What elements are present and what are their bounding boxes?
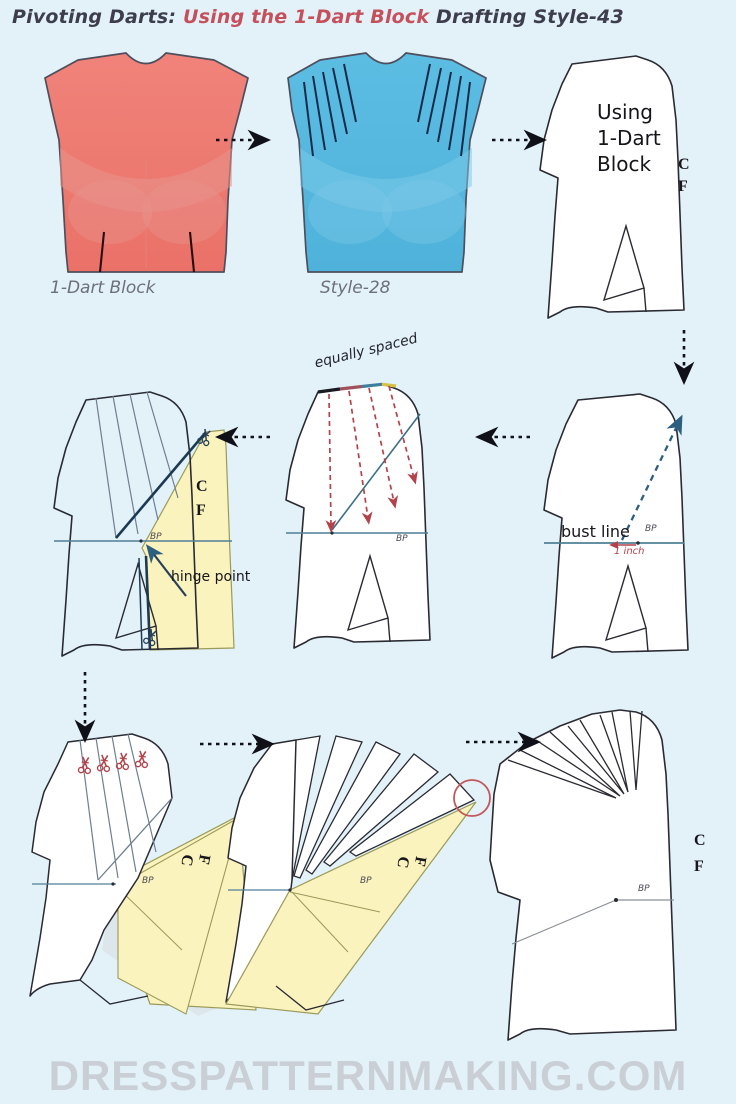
bp-label-step5: BP (396, 534, 408, 544)
bp-label-step6: BP (150, 532, 162, 542)
spread-wedge-2 (293, 735, 363, 879)
final-darts (507, 710, 643, 799)
cf-label-f-step9: F (694, 858, 704, 875)
title-part-3: Drafting Style-43 (436, 6, 624, 28)
spread-wedge-4 (323, 753, 440, 867)
using-block-label-line-3: Block (597, 152, 652, 176)
step-7-first-pivot-rotation-pattern (29, 733, 257, 1016)
spread-wedge-5 (348, 773, 476, 857)
shoulder-darts-left (303, 63, 357, 157)
shoulder-darts-right (417, 63, 471, 157)
caption-one-dart-block: 1-Dart Block (50, 278, 156, 298)
step-1-one-dart-block-garment (44, 52, 249, 273)
cut-line-upper (115, 431, 207, 539)
step-9-final-five-dart-pattern (489, 709, 677, 1041)
cf-label-c-step9: C (694, 832, 706, 849)
step-8-full-pivot-spread-pattern (225, 735, 491, 1015)
page-title: Pivoting Darts: Using the 1-Dart Block D… (12, 6, 624, 28)
site-watermark: DRESSPATTERNMAKING.COM (48, 1052, 688, 1099)
cf-label-f-step3: F (678, 178, 688, 195)
slash-line-arrows (325, 385, 418, 533)
step-3-using-1-dart-block-pattern (539, 55, 685, 319)
slash-lines (95, 391, 179, 539)
bp-label-step7: BP (142, 876, 154, 886)
cf-label-c-step6: C (196, 478, 208, 495)
rotated-cf-piece-full (225, 801, 477, 1015)
bp-label-step9: BP (638, 884, 650, 894)
hinge-point-arrow (145, 544, 187, 597)
bp-label-step8: BP (360, 876, 372, 886)
pivot-point-circle (453, 779, 491, 817)
bp-label-step4: BP (645, 524, 657, 534)
step-6-cut-lines-hinge-point-pattern (53, 391, 235, 657)
title-part-1: Pivoting Darts: (12, 6, 177, 28)
spread-wedge-3 (305, 741, 401, 875)
cf-label-c-step3: C (678, 156, 690, 173)
using-block-label-line-2: 1-Dart (597, 126, 661, 150)
equally-spaced-segments (317, 382, 397, 394)
cf-label-f-step6: F (196, 502, 206, 519)
caption-style-28: Style-28 (320, 278, 391, 298)
title-part-2: Using the 1-Dart Block (183, 6, 430, 28)
using-block-label-line-1: Using (597, 100, 653, 124)
step-4-bust-line-marking-pattern (543, 393, 689, 659)
style-line (331, 413, 421, 531)
one-inch-label: 1 inch (614, 546, 645, 557)
bust-line-label: bust line (561, 522, 630, 541)
hinge-point-label: hinge point (171, 569, 251, 585)
step-5-equally-spaced-slash-lines-pattern (285, 382, 431, 649)
step-2-style-28-garment (287, 52, 487, 273)
